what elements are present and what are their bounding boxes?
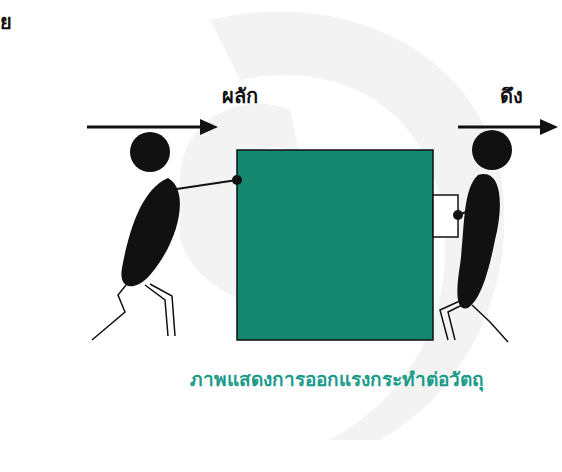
push-label: ผลัก (222, 80, 258, 112)
pull-label: ดึง (500, 80, 523, 112)
pulling-person (440, 130, 512, 342)
arrow-head (540, 119, 558, 135)
cropped-letter: ย (0, 6, 12, 38)
pushing-person (92, 132, 242, 340)
figure-caption: ภาพแสดงการออกแรงกระทำต่อวัตถุ (137, 364, 537, 394)
object-box (237, 150, 433, 340)
arrow-head (200, 119, 218, 135)
pull-arrow (458, 126, 545, 129)
push-arrow (87, 126, 205, 129)
